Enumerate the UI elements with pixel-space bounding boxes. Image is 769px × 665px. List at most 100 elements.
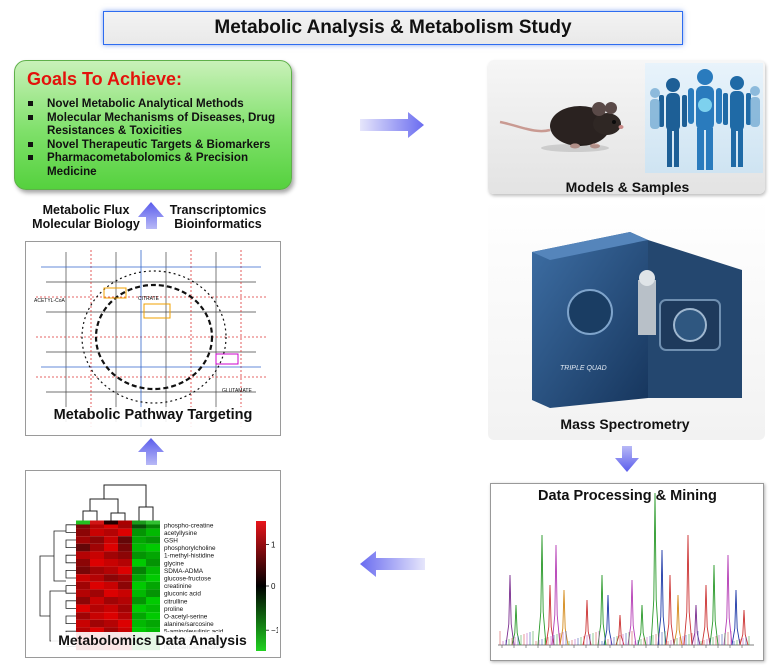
heatmap-cell — [90, 551, 104, 559]
chromatogram-peak — [603, 594, 613, 646]
chromatogram-peak — [627, 579, 637, 646]
heatmap-cell — [76, 581, 90, 590]
heatmap-cell — [146, 604, 160, 613]
heatmap-cell — [90, 559, 104, 567]
chromatogram-peak — [511, 604, 521, 646]
molecular-biology-label: Molecular Biology — [32, 217, 140, 231]
heatmap-cell — [90, 566, 104, 575]
heatmap-cell — [132, 574, 146, 582]
column-dendrogram — [82, 484, 154, 521]
heatmap-cell — [76, 520, 90, 525]
metabolite-label: SDMA-ADMA — [164, 568, 204, 575]
goals-list: Novel Metabolic Analytical Methods Molec… — [25, 97, 287, 178]
heatmap-cell — [118, 589, 132, 597]
heatmap-cell — [104, 627, 118, 635]
heatmap-cell — [90, 612, 104, 620]
chromatogram-peak — [537, 534, 547, 646]
heatmap-cell — [76, 627, 90, 635]
heatmap-cell — [132, 528, 146, 537]
metabolite-label: citrulline — [164, 598, 188, 605]
heatmap-cell — [146, 574, 160, 582]
mass-spectrometer-image: TRIPLE QUAD — [532, 232, 742, 408]
heatmap-cell — [146, 521, 160, 529]
heatmap-cell — [76, 528, 90, 537]
heatmap-cell — [118, 559, 132, 567]
chromatogram-peak — [723, 554, 733, 646]
heatmap-cell — [104, 536, 118, 544]
heatmap-cell — [118, 543, 132, 552]
heatmap-cell — [118, 612, 132, 620]
heatmap-cell — [76, 551, 90, 559]
heatmap-cell — [146, 520, 160, 525]
heatmap-cell — [104, 543, 118, 552]
heatmap-cell — [104, 612, 118, 620]
pathway-node-label: ACETYL-CoA — [34, 298, 66, 304]
heatmap-cell — [118, 521, 132, 529]
mass-spectrometry-label: Mass Spectrometry — [560, 416, 690, 432]
heatmap-cell — [118, 574, 132, 582]
heatmap-cell — [132, 581, 146, 590]
heatmap-cell — [146, 566, 160, 575]
metabolite-label: proline — [164, 606, 184, 613]
goals-title: Goals To Achieve: — [27, 69, 183, 89]
metabolite-label: O-acetyl-serine — [164, 614, 208, 621]
chromatogram-peak — [673, 594, 683, 646]
heatmap-cell — [132, 536, 146, 544]
metabolite-label: alanine/sarcosine — [164, 621, 214, 628]
heatmap-cell — [146, 619, 160, 628]
heatmap-cell — [132, 543, 146, 552]
heatmap-cell — [90, 604, 104, 613]
metabolic-pathway-map: ACETYL-CoA CITRATE GLUTAMATE — [34, 250, 266, 427]
heatmap-cell — [90, 543, 104, 552]
heatmap-cell — [146, 536, 160, 544]
heatmap-cell — [76, 619, 90, 628]
chromatogram-peak — [637, 604, 647, 646]
heatmap-cell — [104, 528, 118, 537]
left-method-labels: Metabolic Flux Molecular Biology — [22, 203, 150, 231]
heatmap-cell — [118, 581, 132, 590]
heatmap-cell — [76, 589, 90, 597]
heatmap-cell — [146, 597, 160, 605]
chromatogram-peak — [505, 574, 515, 646]
heatmap-cell — [132, 619, 146, 628]
heatmap-cell — [90, 574, 104, 582]
heatmap-cell — [90, 581, 104, 590]
heatmap-cell — [146, 559, 160, 567]
pathway-node-label: CITRATE — [138, 296, 160, 302]
metabolite-label: gluconic acid — [164, 591, 201, 598]
pathway-title-backdrop — [47, 407, 259, 427]
goals-box: Goals To Achieve: Novel Metabolic Analyt… — [14, 60, 292, 190]
heatmap-cell — [90, 619, 104, 628]
goal-item: Novel Therapeutic Targets & Biomarkers — [25, 138, 287, 152]
chromatogram-peak — [683, 534, 693, 646]
heatmap-cell — [146, 543, 160, 552]
chromatogram-peak — [709, 564, 719, 646]
row-dendrogram — [39, 524, 76, 647]
metabolomics-analysis-label: Metabolomics Data Analysis — [58, 632, 247, 648]
heatmap-cell — [104, 521, 118, 529]
heatmap-cell — [132, 597, 146, 605]
goal-item: Novel Metabolic Analytical Methods — [25, 97, 287, 111]
heatmap-cell — [76, 559, 90, 567]
scale-tick-label: 1 — [271, 540, 276, 549]
chromatogram-peak — [691, 604, 701, 646]
goal-item: Pharmacometabolomics & Precision Medicin… — [25, 151, 287, 178]
arrow-up-icon — [138, 202, 164, 229]
heatmap-cell — [118, 597, 132, 605]
human-figures-image — [645, 63, 763, 173]
heatmap-cell — [132, 559, 146, 567]
heatmap-cell — [104, 597, 118, 605]
scale-tick-label: −1 — [271, 626, 278, 635]
metabolomics-heatmap: phospho-creatineacetyllysineGSHphosphory… — [39, 484, 278, 651]
chromatogram-peak — [657, 549, 667, 646]
pathway-targeting-label: Metabolic Pathway Targeting — [53, 407, 253, 423]
chromatogram-peak — [650, 492, 660, 646]
metabolic-flux-label: Metabolic Flux — [42, 203, 130, 217]
heatmap-cell — [104, 574, 118, 582]
heatmap-cell — [118, 520, 132, 525]
heatmap-cell — [104, 520, 118, 525]
heatmap-cell — [118, 604, 132, 613]
heatmap-cell — [90, 528, 104, 537]
heatmap-cell — [104, 581, 118, 590]
heatmap-cell — [118, 627, 132, 635]
